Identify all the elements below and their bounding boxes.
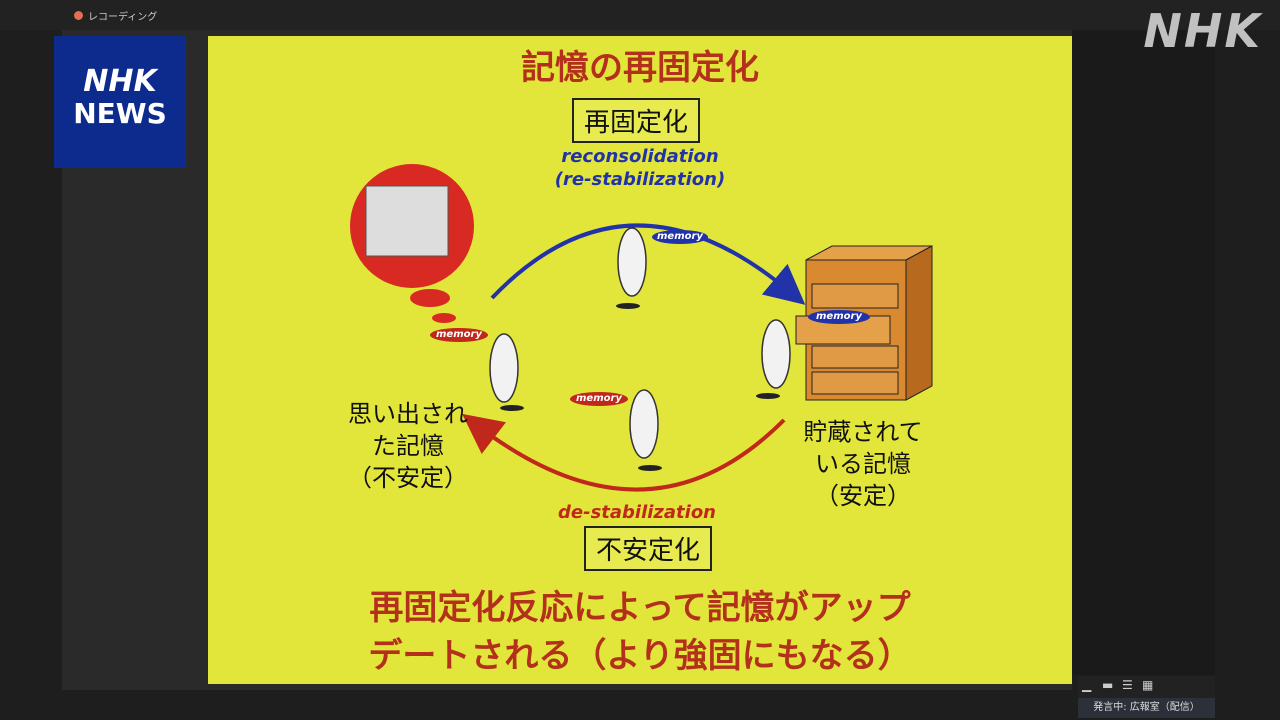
destabilization-caption: de-stabilization	[558, 502, 717, 523]
destabilization-box: 不安定化	[584, 526, 713, 571]
memory-tag: memory	[808, 310, 870, 324]
mouse-figures	[489, 227, 791, 459]
reconsolidation-caption: reconsolidation	[561, 146, 719, 167]
title-bar	[0, 0, 1280, 30]
stored-memory-label: 貯蔵されている記憶（安定）	[803, 418, 923, 510]
shared-slide: 記憶の再固定化 再固定化 reconsolidation (re-stabili…	[208, 36, 1072, 684]
memory-tag: memory	[430, 328, 488, 342]
destabilization-arrow	[462, 413, 786, 492]
recording-icon	[74, 11, 83, 20]
list-layout-icon[interactable]: ☰	[1122, 678, 1133, 692]
minimize-layout-icon[interactable]: ▁	[1082, 678, 1092, 692]
restabilization-caption: (re-stabilization)	[554, 169, 726, 190]
reconsolidation-arrow	[490, 223, 806, 305]
speaker-status: 発言中: 広報室（配信）	[1078, 698, 1215, 718]
memory-tag: memory	[570, 392, 628, 406]
cycle-diagram	[350, 164, 933, 492]
layout-controls: ▁ ▬ ☰ ▦	[1078, 676, 1215, 698]
recording-label: レコーディング	[88, 12, 158, 23]
slide-title: 記憶の再固定化	[521, 48, 759, 88]
conclusion-text: 再固定化反応によって記憶がアップデートされる（より強固にもなる）	[368, 588, 912, 676]
reconsolidation-box: 再固定化	[572, 98, 701, 143]
filing-cabinet-icon	[795, 245, 933, 401]
single-layout-icon[interactable]: ▬	[1102, 678, 1114, 692]
nhk-watermark: NHK	[1143, 4, 1262, 58]
recalled-memory-label: 思い出された記憶（不安定）	[348, 400, 468, 492]
cage-image	[365, 185, 449, 257]
side-panel	[1072, 30, 1215, 675]
grid-layout-icon[interactable]: ▦	[1142, 678, 1154, 692]
memory-tag: memory	[652, 230, 708, 244]
